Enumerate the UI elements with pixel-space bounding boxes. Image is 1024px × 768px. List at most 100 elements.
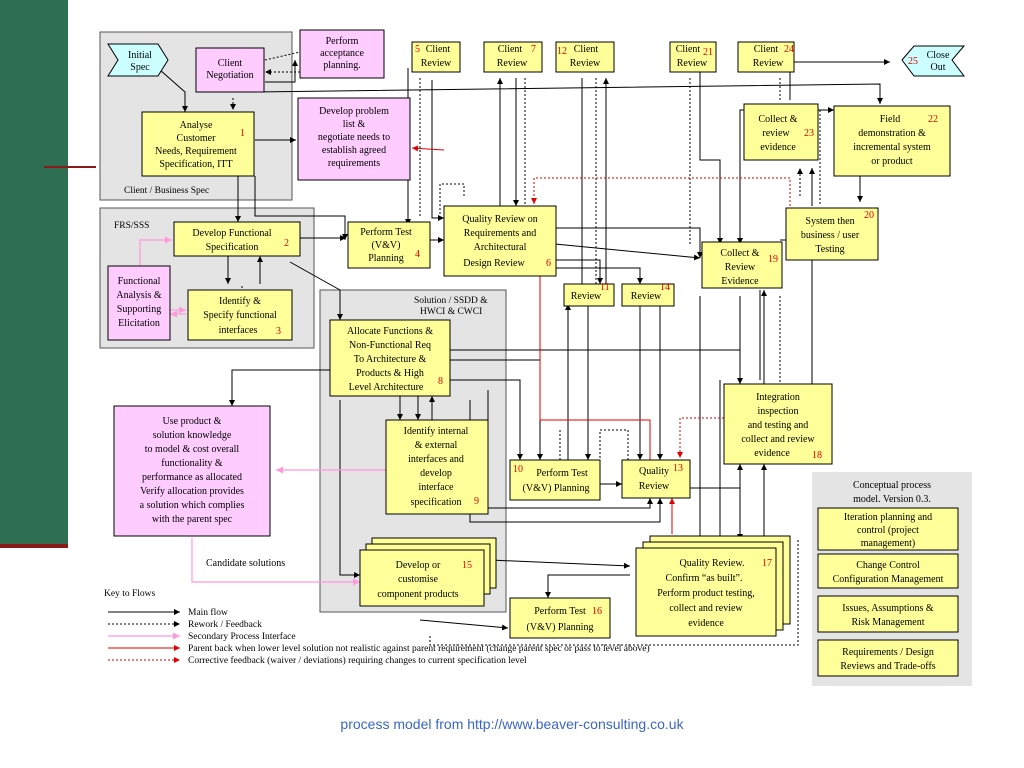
region-solution-label-2: HWCI & CWCI (420, 307, 482, 317)
close-out-node[interactable] (901, 45, 966, 77)
identify-3-line-1: Identify & (219, 296, 261, 307)
integration-18-box[interactable] (723, 383, 833, 465)
review-14-label: Review (631, 291, 662, 302)
secondary-flows (139, 236, 386, 586)
develop-problem-line-2: list & (343, 119, 366, 130)
perform-test-4-box[interactable] (347, 221, 431, 269)
identify-9-line-1: Identify internal (404, 426, 469, 437)
client-review-5-box[interactable] (411, 41, 461, 73)
client-review-24-box[interactable] (737, 41, 795, 73)
review-11-number: 11 (600, 282, 610, 293)
identify-9-box[interactable] (385, 419, 489, 515)
conceptual-box-change-line-2: Configuration Management (833, 574, 944, 585)
conceptual-box-change[interactable] (817, 553, 959, 589)
integration-18-line-4: collect and review (741, 434, 815, 445)
client-review-21-box[interactable] (669, 41, 717, 73)
integration-18-line-3: and testing and (748, 420, 809, 431)
sidebar-band (0, 0, 68, 548)
conceptual-box-iteration[interactable] (817, 507, 959, 551)
quality-17-box[interactable] (635, 547, 777, 637)
quality-13-box[interactable] (621, 459, 691, 499)
quality-review-6-box[interactable] (443, 205, 557, 277)
system-testing-line-3: Testing (815, 244, 844, 255)
perform-acceptance-line-2: acceptance (320, 48, 364, 59)
quality-review-6-line-1: Quality Review on (462, 214, 538, 225)
allocate-line-2: Non-Functional Req (349, 340, 431, 351)
client-negotiation-box[interactable] (195, 47, 265, 93)
close-out-line-1: Close (927, 50, 950, 61)
review-11-label: Review (571, 291, 602, 302)
bottom-rule (0, 544, 68, 548)
client-review-7-box[interactable] (483, 41, 543, 73)
collect-23-line-3: evidence (760, 142, 796, 153)
client-review-12-line-1: Client (574, 44, 599, 55)
parent-back-flows (411, 145, 675, 534)
use-product-line-8: with the parent spec (152, 514, 233, 525)
develop-problem-box[interactable] (297, 97, 411, 181)
functional-analysis-line-2: Analysis & (116, 290, 162, 301)
analyse-line-4: Specification, ITT (159, 159, 232, 170)
develop-15-line-3: component products (377, 589, 458, 600)
client-review-7-line-1: Client (498, 44, 523, 55)
conceptual-box-issues[interactable] (817, 595, 959, 633)
conceptual-box-issues-line-2: Risk Management (851, 617, 924, 628)
use-product-line-7: a solution which complies (140, 500, 245, 511)
perform-test-16-line-1: Perform Test (534, 606, 586, 617)
develop-functional-box[interactable] (173, 221, 301, 257)
identify-9-number: 9 (474, 496, 479, 507)
client-review-24-line-1: Client (754, 44, 779, 55)
field-demo-number: 22 (928, 114, 938, 125)
collect-23-line-2: review (762, 128, 790, 139)
field-demo-box[interactable] (833, 105, 951, 177)
perform-test-4-line-2: (V&V) (372, 240, 401, 251)
use-product-box[interactable] (113, 405, 271, 537)
develop-problem-line-5: requirements (328, 158, 380, 169)
candidate-solutions-label: Candidate solutions (206, 558, 285, 569)
identify-9-line-6: specification (410, 497, 461, 508)
integration-18-line-5: evidence (754, 448, 790, 459)
perform-test-16-box[interactable] (509, 597, 611, 639)
system-testing-box[interactable] (785, 207, 879, 261)
review-14-box[interactable] (621, 283, 675, 307)
develop-15-box[interactable] (359, 549, 485, 607)
allocate-line-5: Level Architecture (349, 382, 424, 393)
source-caption[interactable]: process model from http://www.beaver-con… (340, 716, 684, 732)
accent-line (44, 166, 96, 168)
perform-test-10-line-2: (V&V) Planning (523, 483, 590, 494)
functional-analysis-line-1: Functional (118, 276, 161, 287)
collect-23-box[interactable] (743, 103, 819, 161)
collect-23-number: 23 (804, 128, 814, 139)
perform-acceptance-line-1: Perform (326, 36, 359, 47)
allocate-line-1: Allocate Functions & (347, 326, 433, 337)
client-review-5-line-2: Review (421, 58, 452, 69)
perform-acceptance-box[interactable] (299, 29, 385, 79)
system-testing-number: 20 (864, 210, 874, 221)
perform-test-4-line-3: Planning (368, 253, 404, 264)
use-product-line-2: solution knowledge (153, 430, 232, 441)
conceptual-box-reviews-line-1: Requirements / Design (842, 647, 934, 658)
use-product-line-1: Use product & (163, 416, 222, 427)
use-product-line-5: performance as allocated (142, 472, 242, 483)
functional-analysis-box[interactable] (107, 265, 171, 341)
conceptual-box-iteration-line-2: control (project (857, 525, 919, 536)
collect-19-box[interactable] (701, 241, 783, 289)
key-corrective-label: Corrective feedback (waiver / deviations… (188, 655, 527, 666)
allocate-box[interactable] (329, 319, 451, 397)
identify-9-line-5: interface (419, 482, 455, 493)
client-negotiation-line-1: Client (218, 58, 243, 69)
corrective-flows (531, 177, 791, 458)
analyse-box[interactable] (141, 111, 255, 177)
perform-test-10-box[interactable] (509, 459, 601, 501)
identify-3-box[interactable] (187, 289, 293, 341)
review-11-box[interactable] (563, 283, 615, 307)
quality-13-number: 13 (673, 463, 683, 474)
initial-spec-node[interactable] (107, 43, 169, 77)
client-review-12-box[interactable] (555, 41, 615, 73)
integration-18-number: 18 (812, 450, 822, 461)
conceptual-box-reviews[interactable] (817, 639, 959, 677)
collect-23-line-1: Collect & (758, 114, 797, 125)
identify-3-line-2: Specify functional (203, 310, 277, 321)
quality-17-number: 17 (762, 558, 772, 569)
system-testing-line-1: System then (805, 216, 854, 227)
allocate-line-4: Products & High (356, 368, 424, 379)
